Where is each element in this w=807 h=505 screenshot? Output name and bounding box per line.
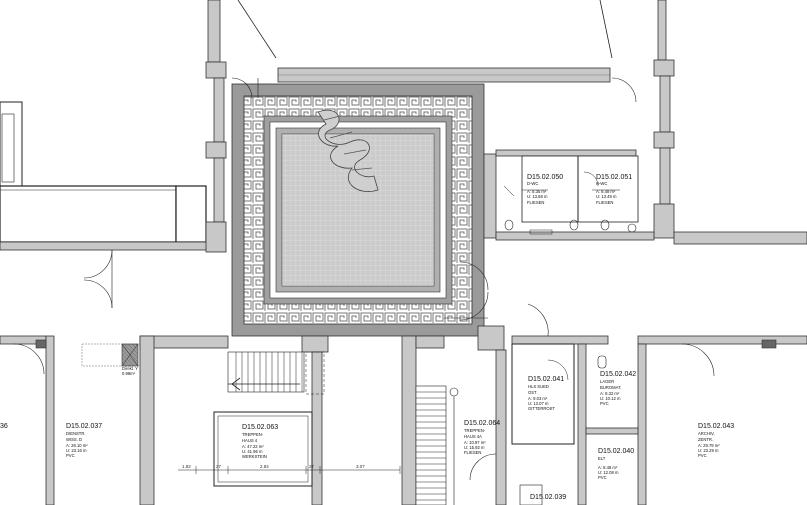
hall-right-piers: [653, 59, 807, 245]
left-upper-block: [0, 101, 221, 251]
room-063-name2: HAUS 4: [242, 438, 258, 443]
dimension-1: 27: [216, 464, 222, 469]
room-040-perimeter: U: 12.08 m: [598, 470, 619, 475]
room-037-finish: PVC: [66, 453, 75, 458]
room-037-number: D15.02.037: [66, 423, 102, 430]
dimension-5: 1.92: [182, 464, 191, 469]
room-063-finish: WERKSTEIN: [242, 454, 267, 459]
room-051-perimeter: U: 13.49 m: [596, 194, 617, 199]
room-050-perimeter: U: 13.68 m: [527, 194, 548, 199]
room-064-number: D15.02.064: [464, 420, 500, 427]
room-042-name: LAGER: [600, 379, 614, 384]
room-037-perimeter: U: 23.16 m: [66, 448, 87, 453]
lower-walls: [0, 325, 807, 505]
upper-structure: [207, 0, 667, 83]
room-037-name: DIENSTR.: [66, 431, 86, 436]
room-050-name: D-WC: [527, 181, 538, 186]
room-042-perimeter: U: 10.12 m: [600, 396, 621, 401]
room-051-finish: FLIESEN: [596, 200, 613, 205]
dimension-2: 2.84: [260, 464, 269, 469]
stair-4: [178, 351, 401, 487]
room-039-number: D15.02.039: [530, 494, 566, 501]
lower-doors: [13, 249, 715, 481]
central-hall-mosaic: [231, 83, 485, 337]
room-050-number: D15.02.050: [527, 174, 563, 181]
room-051-area: A: 8.48 m²: [596, 189, 616, 194]
room-partial-label: 36: [0, 423, 8, 430]
room-050-finish: FLIESEN: [527, 200, 544, 205]
stair-4a: [415, 385, 543, 505]
room-063-perimeter: U: 41.96 m: [242, 449, 263, 454]
room-050-area: A: 8.35 m²: [527, 189, 547, 194]
room-040-name: ELT: [598, 456, 606, 461]
room-043-finish: PVC: [698, 453, 707, 458]
room-041-name: HLS SUED: [528, 384, 549, 389]
room-051-name: H-WC: [596, 181, 607, 186]
room-064-finish: FLIESEN: [464, 450, 481, 455]
hall-left-piers: [205, 61, 227, 253]
room-043-name: ARCHIV,: [698, 431, 715, 436]
room-040-area: A: 8.48 m²: [598, 465, 618, 470]
room-042-area: A: 8.32 m²: [600, 391, 620, 396]
room-042-finish: PVC: [600, 401, 609, 406]
room-037-area: A: 26.10 m²: [66, 443, 88, 448]
room-063-name: TREPPEN-: [242, 432, 264, 437]
room-043-name2: ZENTR.: [698, 437, 713, 442]
room-063-area: A: 47.22 m²: [242, 444, 264, 449]
wc-block: [483, 149, 655, 241]
room-040-number: D15.02.040: [598, 448, 634, 455]
hall-doors: [231, 77, 637, 321]
shaft-note-line2: 0.98m²: [122, 371, 136, 376]
room-064-perimeter: U: 15.92 m: [464, 445, 485, 450]
room-064-area: A: 10.97 m²: [464, 440, 486, 445]
room-041-name2: OST: [528, 390, 537, 395]
shaft: [81, 343, 141, 367]
room-041-number: D15.02.041: [528, 376, 564, 383]
room-051-number: D15.02.051: [596, 174, 632, 181]
room-043-perimeter: U: 23.29 m: [698, 448, 719, 453]
room-042-number: D15.02.042: [600, 371, 636, 378]
room-041-finish: GITTERROST: [528, 406, 555, 411]
room-041-area: A: 9.03 m²: [528, 396, 548, 401]
room-041-perimeter: U: 13.07 m: [528, 401, 549, 406]
room-043-area: A: 29.79 m²: [698, 443, 720, 448]
room-064-name: TREPPEN-: [464, 428, 486, 433]
room-063-number: D15.02.063: [242, 424, 278, 431]
shaft-note-line1: Direkt. Y: [122, 366, 138, 371]
room-040-finish: PVC: [598, 475, 607, 480]
dimension-3: 27: [309, 464, 315, 469]
room-064-name2: HAUS 4A: [464, 434, 482, 439]
dimension-4: 3.07: [356, 464, 365, 469]
room-043-number: D15.02.043: [698, 423, 734, 430]
room-037-name2: WISS. D: [66, 437, 82, 442]
room-042-name2: BUROMAT.: [600, 385, 621, 390]
